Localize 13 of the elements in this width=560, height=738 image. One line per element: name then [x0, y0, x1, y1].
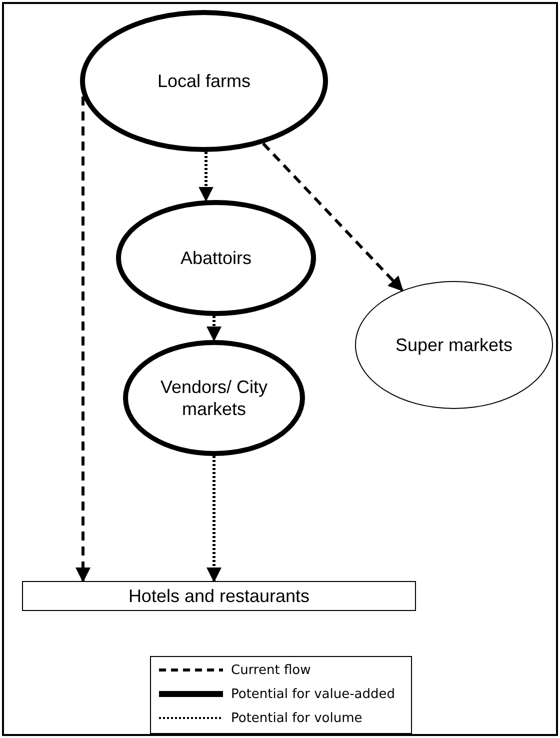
node-label: Super markets — [395, 334, 513, 356]
arrow — [198, 152, 214, 202]
arrow — [206, 316, 222, 342]
arrow — [262, 142, 404, 292]
node-label: Hotels and restaurants — [128, 584, 310, 608]
legend-label: Potential for value-added — [231, 686, 396, 702]
process-box — [22, 581, 416, 611]
legend-label: Current flow — [231, 662, 311, 678]
arrow — [206, 456, 222, 582]
node-label: Vendors/ City markets — [159, 376, 269, 420]
legend-label: Potential for volume — [231, 710, 362, 726]
node-label: Abattoirs — [180, 246, 252, 270]
node-label: Local farms — [157, 70, 251, 92]
